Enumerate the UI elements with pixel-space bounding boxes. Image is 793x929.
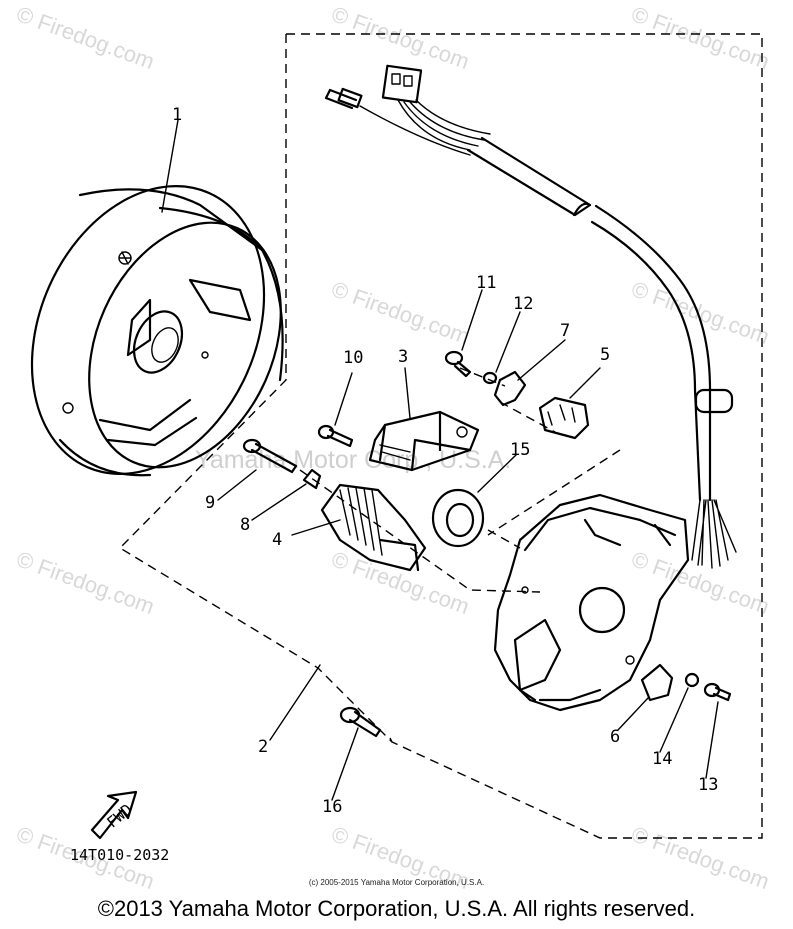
watermark: © Firedog.com	[628, 276, 772, 349]
oil-seal-15	[431, 488, 485, 548]
screw-13	[703, 682, 732, 702]
assembly-boundary	[118, 33, 763, 839]
callout-labels: 1 2 3 4 5 6 7 8 9 10 11 12 13 14 15 16	[172, 105, 718, 817]
regulator-3	[368, 410, 480, 472]
leader-dashed-7	[499, 401, 556, 433]
watermark-center: Yamaha Motor Corp., U.S.A.	[195, 446, 511, 474]
bracket-7	[493, 370, 527, 407]
copyright-small: (c) 2005-2015 Yamaha Motor Corporation, …	[308, 878, 485, 887]
leader-dashed-16	[389, 737, 393, 743]
washer-12	[482, 371, 498, 385]
leader-dashed-15	[487, 529, 521, 549]
leader-dashed-9	[299, 469, 541, 593]
leader-lines	[161, 119, 719, 801]
watermark: © Firedog.com	[628, 1, 772, 74]
callout-11: 11	[476, 273, 496, 293]
callout-8: 8	[240, 515, 250, 535]
leader-dashed-5	[487, 449, 621, 536]
screw-16	[339, 706, 382, 738]
flywheel-rotor	[30, 184, 284, 477]
callout-6: 6	[610, 727, 620, 747]
watermark: © Firedog.com	[13, 1, 157, 74]
connector-5	[538, 396, 590, 440]
callout-15: 15	[510, 440, 530, 460]
clamp-8	[302, 468, 322, 490]
fwd-arrow-icon: FWD	[90, 790, 138, 840]
coil-4	[320, 483, 427, 572]
wire-harness	[324, 64, 737, 569]
callout-13: 13	[698, 775, 718, 795]
callout-1: 1	[172, 105, 182, 125]
bolt-9	[242, 438, 298, 474]
callout-2: 2	[258, 737, 268, 757]
callout-12: 12	[513, 294, 533, 314]
screw-10	[317, 424, 354, 448]
stator-base-plate	[493, 493, 690, 712]
watermark: © Firedog.com	[328, 276, 472, 349]
callout-16: 16	[322, 797, 342, 817]
callout-14: 14	[652, 749, 672, 769]
watermark: © Firedog.com	[328, 546, 472, 619]
callout-4: 4	[272, 530, 282, 550]
callout-10: 10	[343, 348, 363, 368]
watermark: © Firedog.com	[628, 546, 772, 619]
part-code: 14T010-2032	[70, 846, 169, 864]
callout-3: 3	[398, 347, 408, 367]
washer-14	[684, 672, 700, 688]
screw-11	[444, 350, 472, 378]
callout-7: 7	[560, 321, 570, 341]
callout-5: 5	[600, 345, 610, 365]
watermark: © Firedog.com	[328, 1, 472, 74]
clamp-6	[640, 663, 674, 702]
copyright-main: ©2013 Yamaha Motor Corporation, U.S.A. A…	[97, 896, 696, 921]
callout-9: 9	[205, 493, 215, 513]
